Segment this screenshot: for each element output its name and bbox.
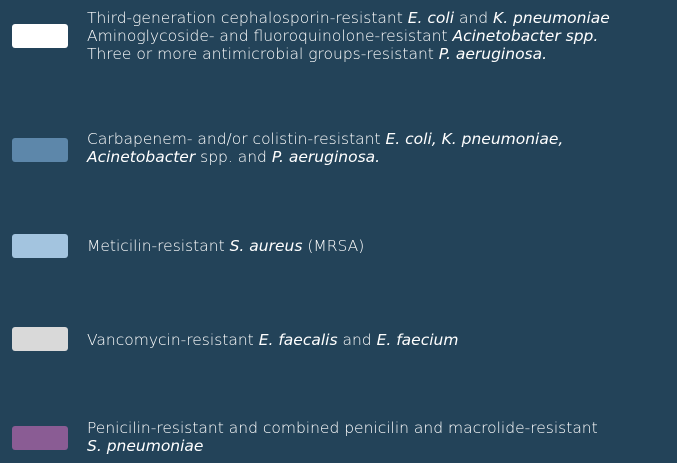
legend-swatch bbox=[12, 426, 68, 450]
legend-label-line: S. pneumoniae bbox=[87, 437, 672, 455]
legend-label-line: Vancomycin-resistant E. faecalis and E. … bbox=[87, 331, 672, 349]
species-name: S. pneumoniae bbox=[87, 437, 204, 455]
species-name: K. pneumoniae bbox=[493, 9, 610, 27]
label-text: Aminoglycoside- and fluoroquinolone-resi… bbox=[87, 27, 453, 45]
legend-label-line: Meticilin-resistant S. aureus (MRSA) bbox=[87, 237, 672, 255]
species-name: E. coli bbox=[407, 9, 455, 27]
label-text: Penicilin-resistant and combined penicil… bbox=[87, 419, 598, 437]
legend-label: Vancomycin-resistant E. faecalis and E. … bbox=[87, 331, 672, 349]
legend-label-line: Carbapenem- and/or colistin-resistant E.… bbox=[87, 130, 672, 148]
legend-label-line: Three or more antimicrobial groups-resis… bbox=[87, 45, 672, 63]
legend-swatch bbox=[12, 234, 68, 258]
label-text: Three or more antimicrobial groups-resis… bbox=[87, 45, 439, 63]
legend-label-line: Penicilin-resistant and combined penicil… bbox=[87, 419, 672, 437]
species-name: S. aureus bbox=[229, 237, 303, 255]
legend-label: Meticilin-resistant S. aureus (MRSA) bbox=[87, 237, 672, 255]
species-name: P. aeruginosa. bbox=[438, 45, 548, 63]
legend-label-line: Aminoglycoside- and fluoroquinolone-resi… bbox=[87, 27, 672, 45]
species-name: E. faecium bbox=[376, 331, 459, 349]
species-name: Acinetobacter bbox=[87, 148, 196, 166]
legend-label-line: Third-generation cephalosporin-resistant… bbox=[87, 9, 672, 27]
label-text: and bbox=[337, 331, 377, 349]
label-text: (MRSA) bbox=[302, 237, 365, 255]
legend-swatch bbox=[12, 327, 68, 351]
label-text: Meticilin-resistant bbox=[87, 237, 230, 255]
legend-label: Third-generation cephalosporin-resistant… bbox=[87, 9, 672, 63]
label-text: Carbapenem- and/or colistin-resistant bbox=[87, 130, 386, 148]
label-text: Vancomycin-resistant bbox=[87, 331, 259, 349]
label-text: spp. and bbox=[195, 148, 272, 166]
species-name: E. faecalis bbox=[258, 331, 338, 349]
legend-swatch bbox=[12, 138, 68, 162]
legend-label: Penicilin-resistant and combined penicil… bbox=[87, 419, 672, 455]
species-name: E. coli, K. pneumoniae, bbox=[385, 130, 564, 148]
species-name: P. aeruginosa. bbox=[271, 148, 381, 166]
legend-label: Carbapenem- and/or colistin-resistant E.… bbox=[87, 130, 672, 166]
label-text: Third-generation cephalosporin-resistant bbox=[87, 9, 408, 27]
legend-label-line: Acinetobacter spp. and P. aeruginosa. bbox=[87, 148, 672, 166]
species-name: Acinetobacter spp. bbox=[452, 27, 599, 45]
legend-swatch bbox=[12, 24, 68, 48]
label-text: and bbox=[454, 9, 494, 27]
